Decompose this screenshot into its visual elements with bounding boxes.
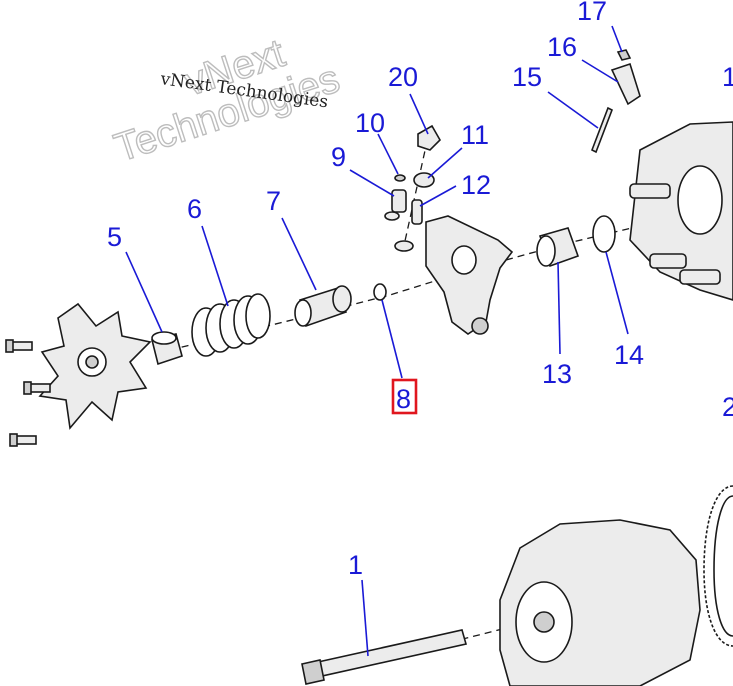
leader-line-6 (201, 225, 229, 307)
plate-bolt-1[interactable] (5, 339, 33, 353)
callout-20[interactable]: 20 (388, 62, 418, 92)
callout-1[interactable]: 1 (348, 550, 363, 580)
leader-line-7 (281, 217, 317, 291)
seal-ring-part[interactable] (592, 215, 616, 253)
leader-line-11 (427, 147, 463, 179)
callout-6[interactable]: 6 (187, 194, 202, 224)
callout-1-upper-right[interactable]: 1 (722, 62, 733, 92)
leader-line-15 (547, 91, 599, 129)
callout-11[interactable]: 11 (461, 120, 489, 150)
plate-bolt-2[interactable] (23, 381, 51, 395)
leader-line-14 (605, 251, 629, 335)
nut-part[interactable] (616, 49, 632, 61)
sleeve-part[interactable] (294, 285, 352, 328)
leader-line-5 (125, 251, 163, 333)
o-ring-part[interactable] (373, 283, 387, 301)
callout-8[interactable]: 8 (396, 384, 411, 414)
pin-axis (402, 127, 431, 251)
upper-assembly-axis (169, 225, 641, 351)
leader-line-12 (419, 185, 457, 207)
leader-line-1 (361, 579, 369, 657)
callout-17[interactable]: 17 (577, 0, 607, 26)
callout-12[interactable]: 12 (461, 170, 491, 200)
small-o-ring-part[interactable] (394, 174, 406, 182)
callout-9[interactable]: 9 (331, 142, 346, 172)
clip-part[interactable] (417, 124, 441, 151)
leader-line-9 (349, 169, 395, 197)
leader-line-13 (557, 261, 561, 355)
spider-plate-part[interactable] (38, 302, 152, 430)
callout-15[interactable]: 15 (512, 62, 542, 92)
clutch-housing-part[interactable] (629, 121, 733, 301)
weight-arm-part[interactable] (610, 62, 641, 106)
leader-line-16 (581, 59, 619, 83)
bearing-part[interactable] (536, 227, 580, 268)
callout-14[interactable]: 14 (614, 340, 644, 370)
leader-line-10 (377, 133, 399, 175)
callout-7[interactable]: 7 (266, 186, 281, 216)
leader-line-8 (381, 299, 403, 379)
plate-bolt-3[interactable] (9, 433, 37, 447)
long-pin-part[interactable] (590, 106, 614, 154)
callout-16[interactable]: 16 (547, 32, 577, 62)
selected-callout-highlight-box (391, 378, 418, 415)
dowel-pin-part[interactable] (411, 199, 423, 225)
callout-5[interactable]: 5 (107, 222, 122, 252)
callout-13[interactable]: 13 (542, 359, 572, 389)
leader-line-20 (409, 93, 429, 135)
washer-part[interactable] (384, 211, 414, 252)
callout-10[interactable]: 10 (355, 108, 385, 138)
spider-arm-bracket-part[interactable] (425, 215, 514, 335)
lower-clutch-assembly-part[interactable] (499, 519, 701, 686)
long-bolt-part[interactable] (301, 629, 468, 685)
bushing-part[interactable] (151, 331, 183, 366)
callout-2[interactable]: 2 (722, 392, 733, 422)
spring-part[interactable] (191, 293, 271, 357)
ring-gear-part[interactable] (703, 485, 733, 647)
roller-pin-part[interactable] (391, 189, 407, 213)
leader-line-17 (611, 25, 623, 53)
